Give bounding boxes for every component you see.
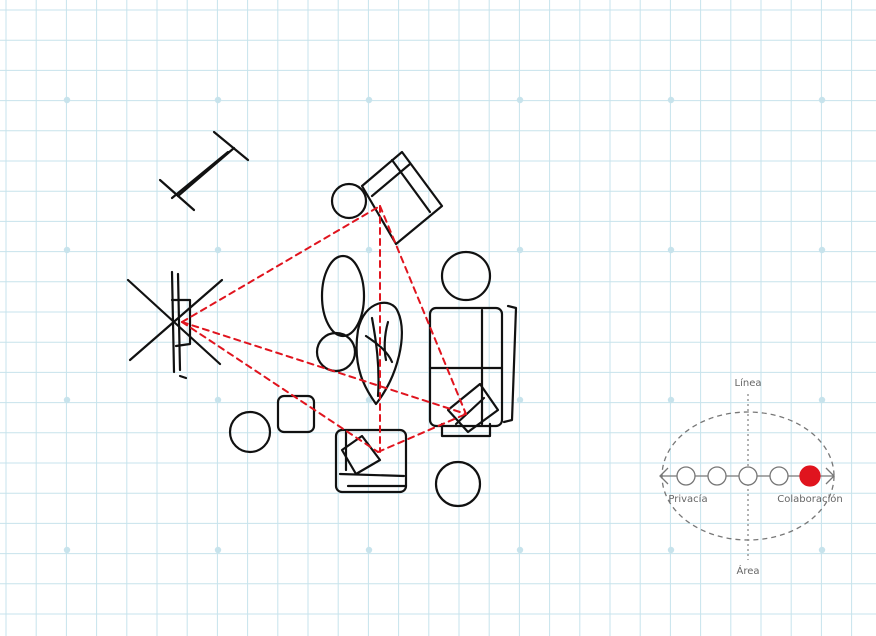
lounge-chair-top — [332, 152, 442, 244]
grid-dot — [517, 247, 523, 253]
grid-dot — [215, 247, 221, 253]
gauge-position — [677, 467, 695, 485]
bench-sketch — [160, 132, 248, 210]
sightline — [380, 206, 466, 414]
armchair-bottom — [336, 430, 406, 492]
sightline — [182, 322, 466, 414]
grid-dot — [64, 247, 70, 253]
sightlines — [182, 206, 466, 452]
grid-dot — [64, 547, 70, 553]
gauge-position — [770, 467, 788, 485]
gauge-left-label: Privacía — [668, 493, 707, 505]
grid-dot — [366, 97, 372, 103]
oval-pouf — [322, 256, 364, 336]
grid-dot — [366, 547, 372, 553]
grid-dot — [215, 97, 221, 103]
grid-dot — [366, 247, 372, 253]
grid-dot — [668, 397, 674, 403]
screen-stand-sketch — [128, 272, 222, 378]
grid-dot — [668, 97, 674, 103]
sightline — [182, 206, 380, 322]
round-stool-left — [230, 412, 270, 452]
gauge-right-label: Colaboración — [777, 493, 842, 505]
grid-dot — [819, 397, 825, 403]
gauge-position-active — [800, 466, 820, 486]
square-stool — [278, 396, 314, 432]
grid-dot — [517, 397, 523, 403]
grid-dot — [64, 97, 70, 103]
sofa-right — [430, 252, 516, 436]
grid-dot — [819, 547, 825, 553]
grid-dot — [215, 547, 221, 553]
grid-dot — [819, 247, 825, 253]
gauge-top-label: Línea — [735, 377, 762, 389]
grid-dot — [517, 97, 523, 103]
gauge-bottom-label: Área — [736, 564, 759, 577]
privacy-collaboration-gauge: Línea Área Privacía Colaboración — [660, 377, 843, 577]
grid-dot — [517, 547, 523, 553]
round-stool-bottom — [436, 462, 480, 506]
grid-dot — [819, 97, 825, 103]
gauge-position — [739, 467, 757, 485]
grid-dot — [668, 247, 674, 253]
grid-dot — [64, 397, 70, 403]
grid-dot — [215, 397, 221, 403]
grid-dot — [668, 547, 674, 553]
gauge-position — [708, 467, 726, 485]
